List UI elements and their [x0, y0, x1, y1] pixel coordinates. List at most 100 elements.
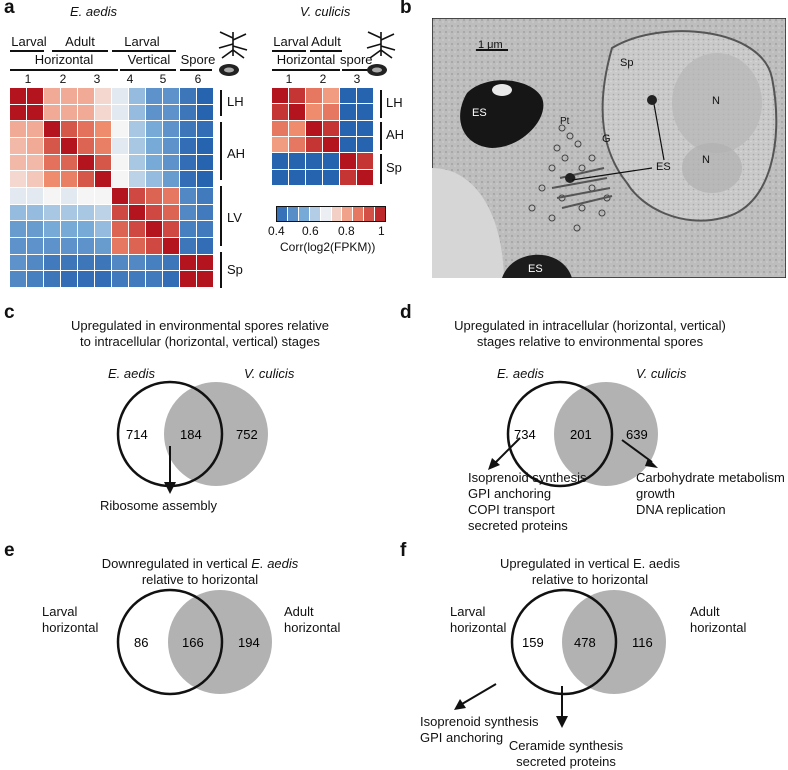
heatmap-cell [10, 104, 26, 121]
heatmap-cell [95, 254, 111, 271]
heatmap-cell [323, 104, 339, 120]
heatmap-cell [10, 88, 26, 104]
heatmap-cell [10, 138, 26, 154]
row-group-label: AH [227, 146, 246, 161]
panel-label-e: e [4, 540, 15, 561]
heatmap-cell [180, 88, 196, 104]
heatmap-cell [10, 121, 26, 137]
heatmap-cell [95, 271, 111, 287]
heatmap-cell [10, 254, 26, 271]
heatmap-cell [323, 88, 339, 104]
heatmap-cell [306, 169, 322, 185]
heatmap-cell [289, 137, 305, 153]
colorbar-swatch [364, 207, 376, 221]
enriched-terms-right: Carbohydrate metabolism growth DNA repli… [636, 470, 785, 518]
column-label: 2 [59, 72, 67, 86]
heatmap-cell [146, 238, 162, 254]
venn-count: 116 [632, 635, 653, 650]
heatmap-title: V. culicis [300, 4, 351, 19]
heatmap-cell [27, 254, 43, 271]
heatmap-cell [357, 120, 373, 136]
heatmap-cell [61, 204, 77, 221]
heatmap-cell [163, 271, 179, 287]
heatmap-cell [44, 254, 60, 271]
heatmap-cell [340, 104, 356, 120]
group-label: Spore [180, 52, 216, 67]
heatmap-cell [95, 171, 111, 187]
heatmap-cell [44, 154, 60, 171]
heatmap-cell [27, 188, 43, 204]
venn-set-label: Larval [42, 604, 78, 619]
venn-set-label: horizontal [42, 620, 99, 635]
row-group-label: Sp [227, 262, 243, 277]
column-label: 1 [285, 72, 293, 86]
heatmap-cell [61, 221, 77, 237]
venn-title: relative to horizontal [531, 572, 649, 587]
heatmap-cell [44, 238, 60, 254]
heatmap-cell [163, 221, 179, 237]
colorbar-tick: 0.6 [302, 224, 319, 238]
em-label: N [702, 154, 710, 166]
heatmap-cell [27, 88, 43, 104]
heatmap-cell [129, 171, 145, 187]
heatmap-cell [61, 171, 77, 187]
venn-count: 166 [182, 635, 204, 650]
colorbar-swatch [353, 207, 365, 221]
heatmap-cell [95, 238, 111, 254]
enriched-terms-left: Isoprenoid synthesis GPI anchoring [420, 714, 539, 746]
heatmap-cell [61, 138, 77, 154]
venn-count: 86 [134, 635, 148, 650]
heatmap-cell [61, 121, 77, 137]
heatmap-title: E. aedis [70, 4, 117, 19]
heatmap-cell [289, 120, 305, 136]
mosquito-spore-icon [366, 31, 396, 76]
heatmap-cell [272, 104, 288, 120]
electron-micrograph: 1 μm ES Sp N N Pt G ES ES [432, 18, 786, 278]
heatmap-cell [197, 254, 213, 271]
colorbar-swatch [298, 207, 310, 221]
panel-label-a: a [4, 0, 15, 18]
venn-set-label: Larval [450, 604, 486, 619]
enriched-terms-left: Isoprenoid synthesis GPI anchoring COPI … [468, 470, 587, 534]
heatmap-cell [129, 204, 145, 221]
enriched-term: GPI anchoring [420, 730, 504, 745]
venn-set-label: horizontal [690, 620, 747, 635]
heatmap-cell [10, 154, 26, 171]
heatmap-cell [95, 88, 111, 104]
heatmap-cell [10, 271, 26, 287]
heatmap-cell [323, 153, 339, 169]
column-label: 5 [159, 72, 167, 86]
venn-count: 201 [570, 427, 592, 442]
panel-label-f: f [400, 540, 407, 561]
heatmap-cell [78, 188, 94, 204]
heatmap-cell [44, 171, 60, 187]
venn-set-label: Adult [284, 604, 314, 619]
scale-bar-label: 1 μm [478, 39, 503, 51]
heatmap-cell [78, 121, 94, 137]
venn-title: Upregulated in vertical E. aedis [500, 556, 680, 571]
heatmap-cell [44, 271, 60, 287]
heatmap-cell [272, 153, 288, 169]
heatmap-cell [340, 137, 356, 153]
heatmap-cell [146, 88, 162, 104]
heatmap-cell [180, 238, 196, 254]
group-label: Vertical [127, 52, 171, 67]
heatmap-cell [10, 188, 26, 204]
em-label: ES [656, 161, 671, 173]
column-label: 4 [126, 72, 134, 86]
heatmap-cell [112, 121, 128, 137]
heatmap-cell [357, 153, 373, 169]
heatmap-cell [95, 104, 111, 121]
heatmap-cell [129, 254, 145, 271]
venn-set-label: V. culicis [636, 366, 687, 381]
heatmap-cell [272, 120, 288, 136]
heatmap-cell [129, 221, 145, 237]
heatmap-cell [289, 104, 305, 120]
heatmap-cell [78, 221, 94, 237]
heatmap-cell [112, 204, 128, 221]
heatmap-cell [180, 138, 196, 154]
heatmap-cell [163, 171, 179, 187]
heatmap-cell [95, 138, 111, 154]
enriched-term: Carbohydrate metabolism [636, 470, 785, 485]
enriched-term: Ceramide synthesis [508, 738, 624, 753]
